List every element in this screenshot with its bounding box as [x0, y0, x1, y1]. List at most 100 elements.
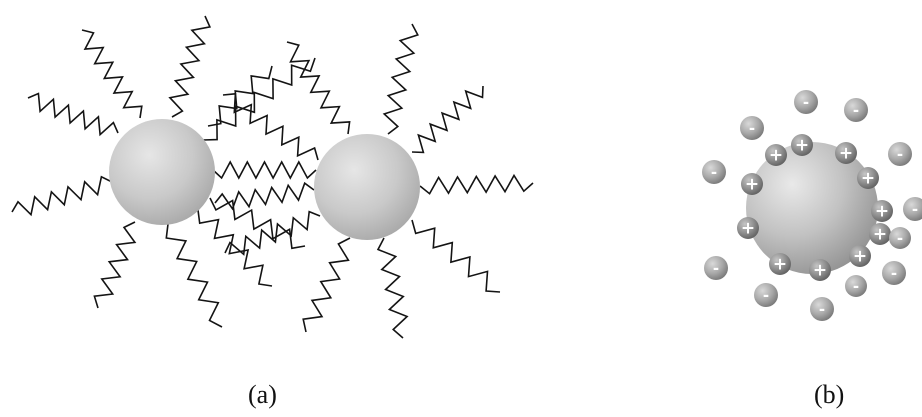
polymer-chains-group	[11, 15, 534, 339]
negative-ion: -	[888, 142, 912, 166]
particle-right	[314, 134, 420, 240]
ion-sphere	[791, 134, 813, 156]
negative-charge-symbol: -	[891, 265, 897, 283]
polymer-chain	[207, 65, 273, 127]
ion-sphere	[704, 256, 728, 280]
negative-ion: -	[754, 283, 778, 307]
polymer-chain	[27, 92, 119, 137]
ion-sphere	[740, 116, 764, 140]
positive-ion: +	[769, 253, 791, 275]
ion-sphere	[869, 223, 891, 245]
ion-sphere	[835, 142, 857, 164]
ion-sphere	[844, 98, 868, 122]
polymer-chain	[212, 160, 317, 180]
polymer-chain	[214, 181, 315, 211]
ion-layer-group: +++++++++++------------	[702, 90, 922, 321]
positive-ion: +	[765, 144, 787, 166]
polymer-chain	[81, 29, 143, 119]
ion-sphere	[849, 245, 871, 267]
negative-ion: -	[882, 261, 906, 285]
polymer-chain	[11, 175, 113, 217]
negative-charge-symbol: -	[713, 260, 719, 278]
negative-ion: -	[704, 256, 728, 280]
polymer-chain	[222, 92, 319, 161]
ion-sphere	[882, 261, 906, 285]
polymer-chain	[286, 41, 351, 135]
negative-charge-symbol: -	[912, 201, 918, 219]
positive-charge-symbol: +	[873, 225, 887, 245]
negative-ion: -	[903, 197, 922, 221]
negative-charge-symbol: -	[711, 164, 717, 182]
negative-ion: -	[845, 275, 867, 297]
polymer-chain	[202, 57, 316, 141]
negative-ion: -	[844, 98, 868, 122]
negative-charge-symbol: -	[763, 287, 769, 305]
ion-sphere	[888, 142, 912, 166]
positive-charge-symbol: +	[795, 136, 809, 156]
electrostatic-stabilization-panel: +++++++++++------------	[702, 90, 922, 321]
particle-left	[109, 119, 215, 225]
negative-charge-symbol: -	[749, 120, 755, 138]
positive-ion: +	[857, 167, 879, 189]
positive-charge-symbol: +	[745, 175, 759, 195]
positive-charge-symbol: +	[875, 202, 889, 222]
ion-sphere	[871, 200, 893, 222]
positive-charge-symbol: +	[773, 255, 787, 275]
ion-sphere	[845, 275, 867, 297]
positive-ion: +	[849, 245, 871, 267]
panel-a-caption: (a)	[248, 380, 277, 409]
ion-sphere	[903, 197, 922, 221]
positive-ion: +	[791, 134, 813, 156]
ion-sphere	[809, 259, 831, 281]
negative-charge-symbol: -	[819, 301, 825, 319]
positive-charge-symbol: +	[741, 219, 755, 239]
polymer-chain	[411, 85, 484, 154]
positive-ion: +	[871, 200, 893, 222]
positive-ion: +	[869, 223, 891, 245]
positive-charge-symbol: +	[839, 144, 853, 164]
ion-sphere	[754, 283, 778, 307]
negative-charge-symbol: -	[803, 94, 809, 112]
charged-particle-core	[746, 142, 878, 274]
polymer-chain	[168, 15, 212, 118]
positive-charge-symbol: +	[813, 261, 827, 281]
polymer-chain	[209, 197, 306, 250]
polymer-chain	[302, 237, 351, 333]
positive-charge-symbol: +	[769, 146, 783, 166]
panel-b-caption: (b)	[814, 380, 845, 409]
polymer-chain	[224, 210, 321, 256]
positive-ion: +	[835, 142, 857, 164]
positive-ion: +	[809, 259, 831, 281]
positive-charge-symbol: +	[853, 247, 867, 267]
negative-charge-symbol: -	[853, 102, 859, 120]
ion-sphere	[794, 90, 818, 114]
ion-sphere	[741, 173, 763, 195]
negative-ion: -	[740, 116, 764, 140]
ion-sphere	[857, 167, 879, 189]
polymer-chain	[411, 219, 501, 293]
ion-sphere	[737, 217, 759, 239]
polymer-chain	[419, 173, 534, 195]
polymer-chain	[382, 23, 419, 135]
negative-ion: -	[810, 297, 834, 321]
negative-charge-symbol: -	[853, 278, 859, 296]
steric-stabilization-panel	[11, 15, 534, 339]
ion-sphere	[769, 253, 791, 275]
ion-sphere	[810, 297, 834, 321]
ion-sphere	[702, 160, 726, 184]
negative-charge-symbol: -	[897, 146, 903, 164]
polymer-chain	[376, 237, 409, 339]
polymer-chain	[197, 209, 273, 287]
negative-charge-symbol: -	[897, 230, 903, 248]
positive-ion: +	[741, 173, 763, 195]
ion-sphere	[765, 144, 787, 166]
positive-charge-symbol: +	[861, 169, 875, 189]
negative-ion: -	[794, 90, 818, 114]
negative-ion: -	[889, 227, 911, 249]
positive-ion: +	[737, 217, 759, 239]
negative-ion: -	[702, 160, 726, 184]
polymer-chain	[165, 223, 223, 328]
polymer-chain	[93, 221, 137, 309]
ion-sphere	[889, 227, 911, 249]
